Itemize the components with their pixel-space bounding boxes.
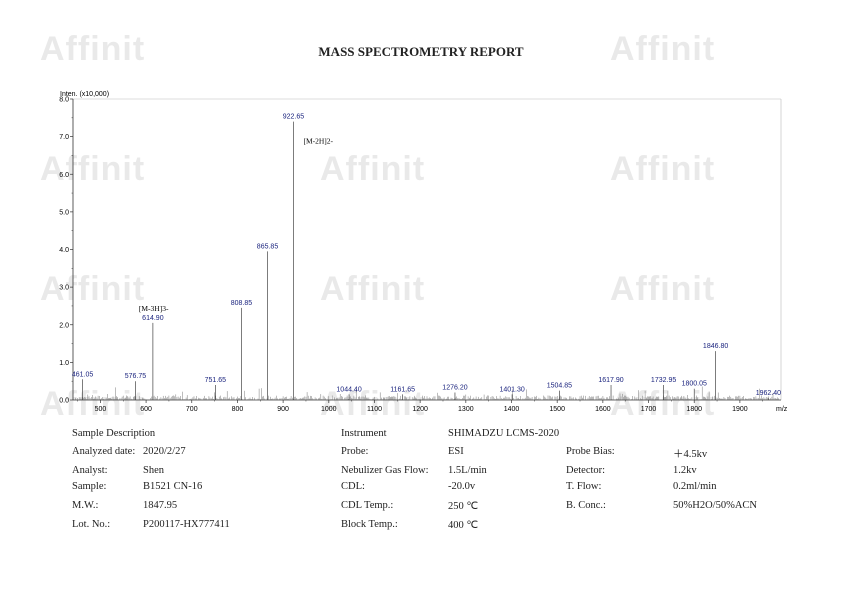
watermark-logo: Affinit xyxy=(610,270,716,308)
probe-bias-label: Probe Bias: xyxy=(566,446,615,457)
sample-label: Sample: xyxy=(72,481,107,492)
peak-label: 614.90 xyxy=(142,315,164,322)
x-tick-label: 700 xyxy=(186,406,198,413)
report-title: MASS SPECTROMETRY REPORT xyxy=(318,44,524,59)
probe-value: ESI xyxy=(448,446,464,457)
nebulizer-value: 1.5L/min xyxy=(448,465,487,476)
watermark-logo: Affinit xyxy=(320,270,426,308)
sample-description-heading: Sample Description xyxy=(72,428,156,439)
peak-label: 1401.30 xyxy=(499,386,524,393)
watermark-logo: Affinit xyxy=(40,385,146,423)
analyst-value: Shen xyxy=(143,465,164,476)
x-tick-label: 1700 xyxy=(641,406,657,413)
peak-label: 1800.05 xyxy=(682,381,707,388)
instrument-label: Instrument xyxy=(341,428,387,439)
x-tick-label: 500 xyxy=(95,406,107,413)
mass-spectrum-chart: Inten. (x10,000) 0.0 1.0 2.0 3.0 4.0 5.0 6.0 7.0… xyxy=(59,91,788,413)
instrument-value: SHIMADZU LCMS-2020 xyxy=(448,428,560,439)
peak-label: 1846.80 xyxy=(703,343,728,350)
detector-label: Detector: xyxy=(566,465,606,476)
x-tick-label: 1600 xyxy=(595,406,611,413)
peak-label: 865.85 xyxy=(257,243,279,250)
nebulizer-label: Nebulizer Gas Flow: xyxy=(341,465,429,476)
analyzed-date-label: Analyzed date: xyxy=(72,446,136,457)
y-axis-title: Inten. (x10,000) xyxy=(60,91,109,98)
b-conc-value: 50%H2O/50%ACN xyxy=(673,500,757,511)
x-tick-label: 1300 xyxy=(458,406,474,413)
peak-label: 576.75 xyxy=(125,373,147,380)
cdl-value: -20.0v xyxy=(448,481,476,492)
x-tick-label: 1900 xyxy=(732,406,748,413)
lot-label: Lot. No.: xyxy=(72,519,111,530)
watermark-logo: Affinit xyxy=(320,385,426,423)
y-tick-label: 8.0 xyxy=(59,97,69,104)
t-flow-label: T. Flow: xyxy=(566,481,602,492)
x-tick-label: 1000 xyxy=(321,406,337,413)
x-tick-label: 1200 xyxy=(412,406,428,413)
t-flow-value: 0.2ml/min xyxy=(673,481,717,492)
cdl-temp-label: CDL Temp.: xyxy=(341,500,394,511)
block-temp-label: Block Temp.: xyxy=(341,519,398,530)
watermark-logo: Affinit xyxy=(40,30,146,68)
peak-label: 1732.95 xyxy=(651,377,676,384)
x-axis-unit: m/z xyxy=(776,406,788,413)
cdl-temp-value: 250 ℃ xyxy=(448,501,479,512)
x-tick-label: 1400 xyxy=(504,406,520,413)
mw-label: M.W.: xyxy=(72,500,99,511)
peak-label: 1617.90 xyxy=(598,377,623,384)
ion-annotation: [M-2H]2- xyxy=(303,137,333,146)
cdl-label: CDL: xyxy=(341,481,365,492)
peak-label: 808.85 xyxy=(231,300,253,307)
mw-value: 1847.95 xyxy=(143,500,178,511)
x-tick-label: 1500 xyxy=(549,406,565,413)
y-tick-label: 7.0 xyxy=(59,134,69,141)
detector-value: 1.2kv xyxy=(673,465,697,476)
x-tick-label: 1800 xyxy=(686,406,702,413)
watermark-logo: Affinit xyxy=(610,30,716,68)
watermark-logo: Affinit xyxy=(610,150,716,188)
analyst-label: Analyst: xyxy=(72,465,108,476)
watermark-logo: Affinit xyxy=(320,150,426,188)
peak-label: 1962.40 xyxy=(756,390,781,397)
y-tick-label: 1.0 xyxy=(59,360,69,367)
noise-baseline xyxy=(75,386,779,400)
y-tick-label: 3.0 xyxy=(59,285,69,292)
sample-value: B1521 CN-16 xyxy=(143,481,203,492)
peak-label: 1161.65 xyxy=(390,386,415,393)
x-tick-label: 800 xyxy=(232,406,244,413)
block-temp-value: 400 ℃ xyxy=(448,520,479,531)
x-tick-label: 1100 xyxy=(367,406,382,413)
peak-label: 1504.85 xyxy=(547,383,572,390)
probe-bias-value: ＋4.5kv xyxy=(673,449,708,460)
lot-value: P200117-HX777411 xyxy=(143,519,230,530)
watermark-logo: Affinit xyxy=(40,150,146,188)
x-tick-label: 600 xyxy=(140,406,152,413)
peak-label: 751.65 xyxy=(205,377,227,384)
y-tick-label: 0.0 xyxy=(59,398,69,405)
y-tick-label: 2.0 xyxy=(59,322,69,329)
probe-label: Probe: xyxy=(341,446,369,457)
peak-label: 461.05 xyxy=(72,371,94,378)
y-tick-label: 5.0 xyxy=(59,209,69,216)
y-tick-label: 6.0 xyxy=(59,172,69,179)
y-tick-label: 4.0 xyxy=(59,247,69,254)
ion-annotation: [M-3H]3- xyxy=(139,304,169,313)
peak-label: 1044.40 xyxy=(336,386,361,393)
watermark-logo: Affinit xyxy=(610,385,716,423)
peak-label: 922.65 xyxy=(283,114,305,121)
x-tick-label: 900 xyxy=(277,406,289,413)
peak-label: 1276.20 xyxy=(442,384,467,391)
b-conc-label: B. Conc.: xyxy=(566,500,606,511)
analyzed-date-value: 2020/2/27 xyxy=(143,446,186,457)
watermark-logo: Affinit xyxy=(40,270,146,308)
